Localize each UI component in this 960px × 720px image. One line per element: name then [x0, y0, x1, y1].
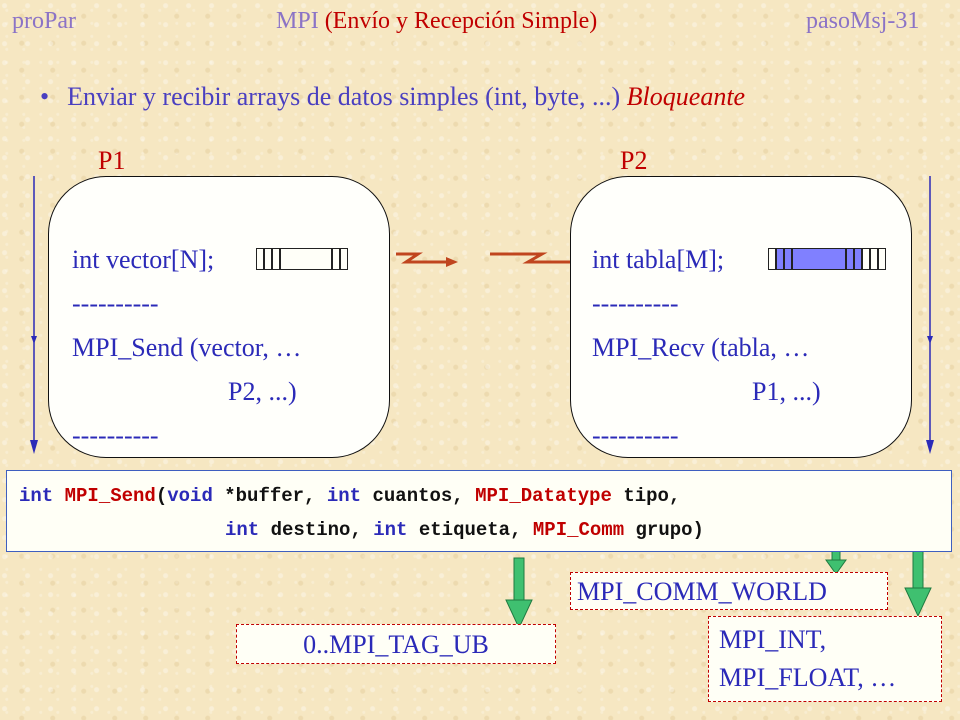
header-left: proPar [12, 8, 76, 34]
bullet-emphasis: Bloqueante [626, 82, 746, 111]
sig-tipo: tipo, [611, 485, 681, 507]
sig-datatype: MPI_Datatype [475, 485, 612, 507]
bullet-point: • Enviar y recibir arrays de datos simple… [40, 82, 745, 112]
header-title-paren: (Envío y Recepción Simple) [324, 8, 598, 34]
message-arrow-out [396, 252, 458, 267]
sig-buffer: *buffer, [212, 485, 327, 507]
note-datatypes-line-1: MPI_INT, [719, 625, 827, 654]
process-code-p1: int vector[N]; ---------- MPI_Send (vect… [72, 238, 301, 458]
timeline-arrow-left [30, 176, 38, 454]
note-comm-world: MPI_COMM_WORLD [570, 572, 888, 610]
process-label-p2: P2 [620, 146, 648, 175]
p1-call-continuation: P2, ...) [228, 377, 297, 406]
bullet-symbol: • [40, 82, 50, 111]
note-tag-range: 0..MPI_TAG_UB [236, 624, 556, 664]
p1-call-open: ( [183, 333, 199, 362]
down-arrow-tag [505, 557, 533, 630]
array-cell [878, 248, 886, 270]
p1-call: MPI_Send (vector, … [72, 333, 301, 362]
p2-separator-top: ---------- [592, 289, 679, 318]
sig-void: void [167, 485, 213, 507]
p2-call-args: tabla, … [719, 333, 810, 362]
note-datatypes-line-2: MPI_FLOAT, … [719, 663, 897, 692]
down-arrow-types [904, 543, 932, 618]
note-datatypes: MPI_INT, MPI_FLOAT, … [708, 616, 942, 702]
process-box-p2 [570, 176, 912, 458]
p2-call: MPI_Recv (tabla, … [592, 333, 809, 362]
sig-comm: MPI_Comm [532, 519, 625, 541]
sig-int-2: int [326, 485, 362, 507]
sig-destino: destino, [259, 519, 374, 541]
sig-function-name: MPI_Send [64, 485, 156, 507]
array-cell [264, 248, 272, 270]
process-code-p2: int tabla[M]; ---------- MPI_Recv (tabla… [592, 238, 821, 458]
p1-separator-bottom: ---------- [72, 421, 159, 450]
sig-int: int [19, 485, 65, 507]
p2-call-continuation: P1, ...) [752, 377, 821, 406]
array-cell [862, 248, 870, 270]
sig-int-3: int [225, 519, 260, 541]
array-cell [792, 248, 846, 270]
p1-decl: int vector[N]; [72, 245, 215, 274]
p1-call-name: MPI_Send [72, 333, 184, 362]
array-cell [854, 248, 862, 270]
p2-call-open: ( [704, 333, 720, 362]
sig-grupo: grupo) [624, 519, 704, 541]
sig-open-paren: ( [155, 485, 168, 507]
sig-int-4: int [373, 519, 408, 541]
sig-line-1: int MPI_Send(void *buffer, int cuantos, … [7, 485, 680, 507]
sig-line-2: int destino, int etiqueta, MPI_Comm grup… [7, 519, 704, 541]
header-title-prefix: MPI [276, 8, 325, 34]
array-cell [768, 248, 776, 270]
array-cell [332, 248, 340, 270]
array-cell [340, 248, 348, 270]
header-right: pasoMsj-31 [806, 8, 920, 34]
header-title: MPI (Envío y Recepción Simple) [276, 8, 597, 35]
p2-call-name: MPI_Recv [592, 333, 705, 362]
process-label-p1: P1 [98, 146, 126, 175]
array-cell [846, 248, 854, 270]
array-cell [784, 248, 792, 270]
array-cell [256, 248, 264, 270]
p1-call-args: vector, … [198, 333, 302, 362]
process-box-p1 [48, 176, 390, 458]
timeline-arrow-right [926, 176, 934, 454]
p2-decl: int tabla[M]; [592, 245, 725, 274]
bullet-text: Enviar y recibir arrays de datos simples… [67, 82, 627, 111]
array-cell [272, 248, 280, 270]
sig-cuantos: cuantos, [361, 485, 476, 507]
array-cell [280, 248, 332, 270]
sig-etiqueta: etiqueta, [407, 519, 533, 541]
function-signature: int MPI_Send(void *buffer, int cuantos, … [6, 470, 952, 552]
array-cell [776, 248, 784, 270]
p2-separator-bottom: ---------- [592, 421, 679, 450]
p1-separator-top: ---------- [72, 289, 159, 318]
array-cell [870, 248, 878, 270]
